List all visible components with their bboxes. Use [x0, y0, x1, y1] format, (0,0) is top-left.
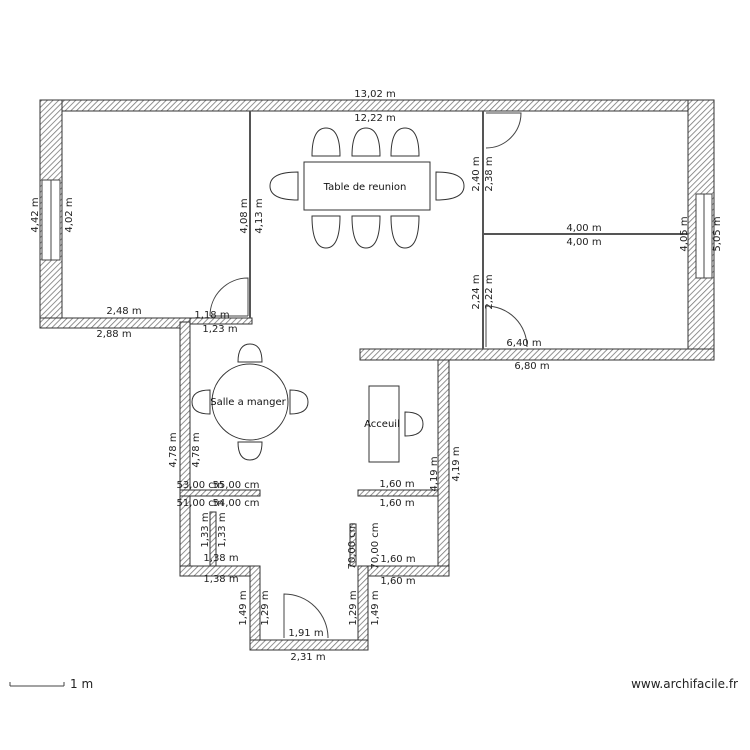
dim-cm-top-a: 53,00 cm — [176, 480, 223, 491]
wall-small-post-right — [349, 523, 357, 567]
dim-entry-right-b: 1,49 m — [370, 590, 381, 625]
dim-step-bottom: 1,23 m — [202, 324, 237, 335]
wall-small-post-left — [209, 511, 217, 567]
dim-left-height-outer: 4,42 m — [30, 197, 41, 232]
dim-left-height-inner: 4,02 m — [64, 197, 75, 232]
dim-right-bottom-outer: 6,80 m — [514, 361, 549, 372]
dim-mid-right-top: 1,60 m — [379, 479, 414, 490]
wall-lower-left — [179, 321, 191, 577]
dining-chair-left — [191, 389, 211, 415]
room-label-meeting: Table de reunion — [323, 182, 407, 193]
dim-step-top: 1,18 m — [194, 310, 229, 321]
dim-entry-left-a: 1,49 m — [238, 590, 249, 625]
brand-watermark: www.archifacile.fr — [631, 677, 738, 691]
dim-right-notch-cm-b: 70,00 cm — [370, 522, 381, 569]
door-entry — [283, 593, 329, 639]
dim-right-notch-top: 1,60 m — [380, 554, 415, 565]
walls — [39, 99, 715, 651]
dim-right-lower-a: 2,24 m — [471, 274, 482, 309]
dim-cm-top-b: 55,00 cm — [212, 480, 259, 491]
dim-left-notch-bottom: 1,38 m — [203, 574, 238, 585]
dim-entry-inner: 1,91 m — [288, 628, 323, 639]
dim-right-lower-b: 2,22 m — [484, 274, 495, 309]
dim-right-height-a: 4,05 m — [679, 216, 690, 251]
dim-overall-inner: 12,22 m — [354, 113, 396, 124]
wall-right-bottom — [359, 348, 715, 361]
dim-right-bottom-inner: 6,40 m — [506, 338, 541, 349]
reception-desk — [368, 385, 400, 463]
dim-entry-right-a: 1,29 m — [348, 590, 359, 625]
scale-bar — [9, 682, 65, 687]
wall-mid-right-stub — [357, 489, 439, 497]
meeting-table — [303, 161, 431, 211]
room-label-dining: Salle a manger — [210, 397, 286, 408]
dim-lower-left-outer: 4,78 m — [168, 432, 179, 467]
chair-bottom-3 — [390, 215, 420, 249]
chair-bottom-1 — [311, 215, 341, 249]
reception-group — [368, 385, 424, 463]
dim-lower-right-outer: 4,19 m — [451, 446, 462, 481]
room-label-reception: Acceuil — [364, 419, 400, 430]
dim-right-notch-cm-a: 70,00 cm — [347, 522, 358, 569]
dining-chair-right — [289, 389, 309, 415]
dim-left-bottom-inner: 2,48 m — [106, 306, 141, 317]
dim-partition1-b: 4,13 m — [254, 198, 265, 233]
dim-mid-right-bottom: 1,60 m — [379, 498, 414, 509]
dimensions-horizontal: 13,02 m 12,22 m 2,48 m 2,88 m 1,18 m 1,2… — [96, 89, 601, 663]
dim-partition1-a: 4,08 m — [239, 198, 250, 233]
dim-lower-right-inner: 4,19 m — [429, 456, 440, 491]
chair-top-1 — [311, 127, 341, 157]
dining-chair-top — [237, 343, 263, 363]
chair-top-2 — [351, 127, 381, 157]
doors — [209, 112, 528, 639]
dim-lower-left-inner: 4,78 m — [191, 432, 202, 467]
scale-label: 1 m — [70, 677, 94, 691]
dim-right-height-b: 5,05 m — [712, 216, 723, 251]
door-right-lower — [485, 305, 528, 348]
windows — [41, 179, 713, 279]
dim-entry-left-b: 1,29 m — [260, 590, 271, 625]
dim-cm-bot-b: 54,00 cm — [212, 498, 259, 509]
dim-left-notch-a: 1,33 m — [200, 512, 211, 547]
dining-table-group — [191, 343, 309, 461]
chair-top-3 — [390, 127, 420, 157]
chair-bottom-2 — [351, 215, 381, 249]
wall-entry-bottom — [249, 639, 369, 651]
dim-left-bottom-outer: 2,88 m — [96, 329, 131, 340]
wall-mid-left-stub — [179, 489, 261, 497]
reception-chair — [404, 411, 424, 437]
dining-chair-bottom — [237, 441, 263, 461]
dim-right-upper-a: 2,40 m — [471, 156, 482, 191]
door-left-room — [209, 277, 249, 317]
door-right-upper — [485, 112, 522, 149]
dim-overall-outer: 13,02 m — [354, 89, 396, 100]
chair-right — [435, 171, 465, 201]
wall-left-bottom — [39, 317, 191, 329]
meeting-table-group — [269, 127, 465, 249]
wall-top — [39, 99, 715, 112]
wall-entry-right — [357, 565, 369, 651]
dim-cm-bot-a: 51,00 cm — [176, 498, 223, 509]
partitions — [249, 111, 688, 349]
dim-right-upper-b: 2,38 m — [484, 156, 495, 191]
wall-step — [189, 317, 253, 325]
chair-left — [269, 171, 299, 201]
dim-right-middle-top: 4,00 m — [566, 223, 601, 234]
dim-right-middle-bottom: 4,00 m — [566, 237, 601, 248]
dining-table — [211, 363, 289, 441]
wall-entry-left — [249, 565, 261, 651]
dimensions-vertical: 4,42 m 4,02 m 4,08 m 4,13 m 2,40 m 2,38 … — [30, 156, 723, 625]
dim-left-notch-top: 1,38 m — [203, 553, 238, 564]
dim-left-notch-b: 1,33 m — [217, 512, 228, 547]
dim-entry-outer: 2,31 m — [290, 652, 325, 663]
dim-right-notch-bottom: 1,60 m — [380, 576, 415, 587]
